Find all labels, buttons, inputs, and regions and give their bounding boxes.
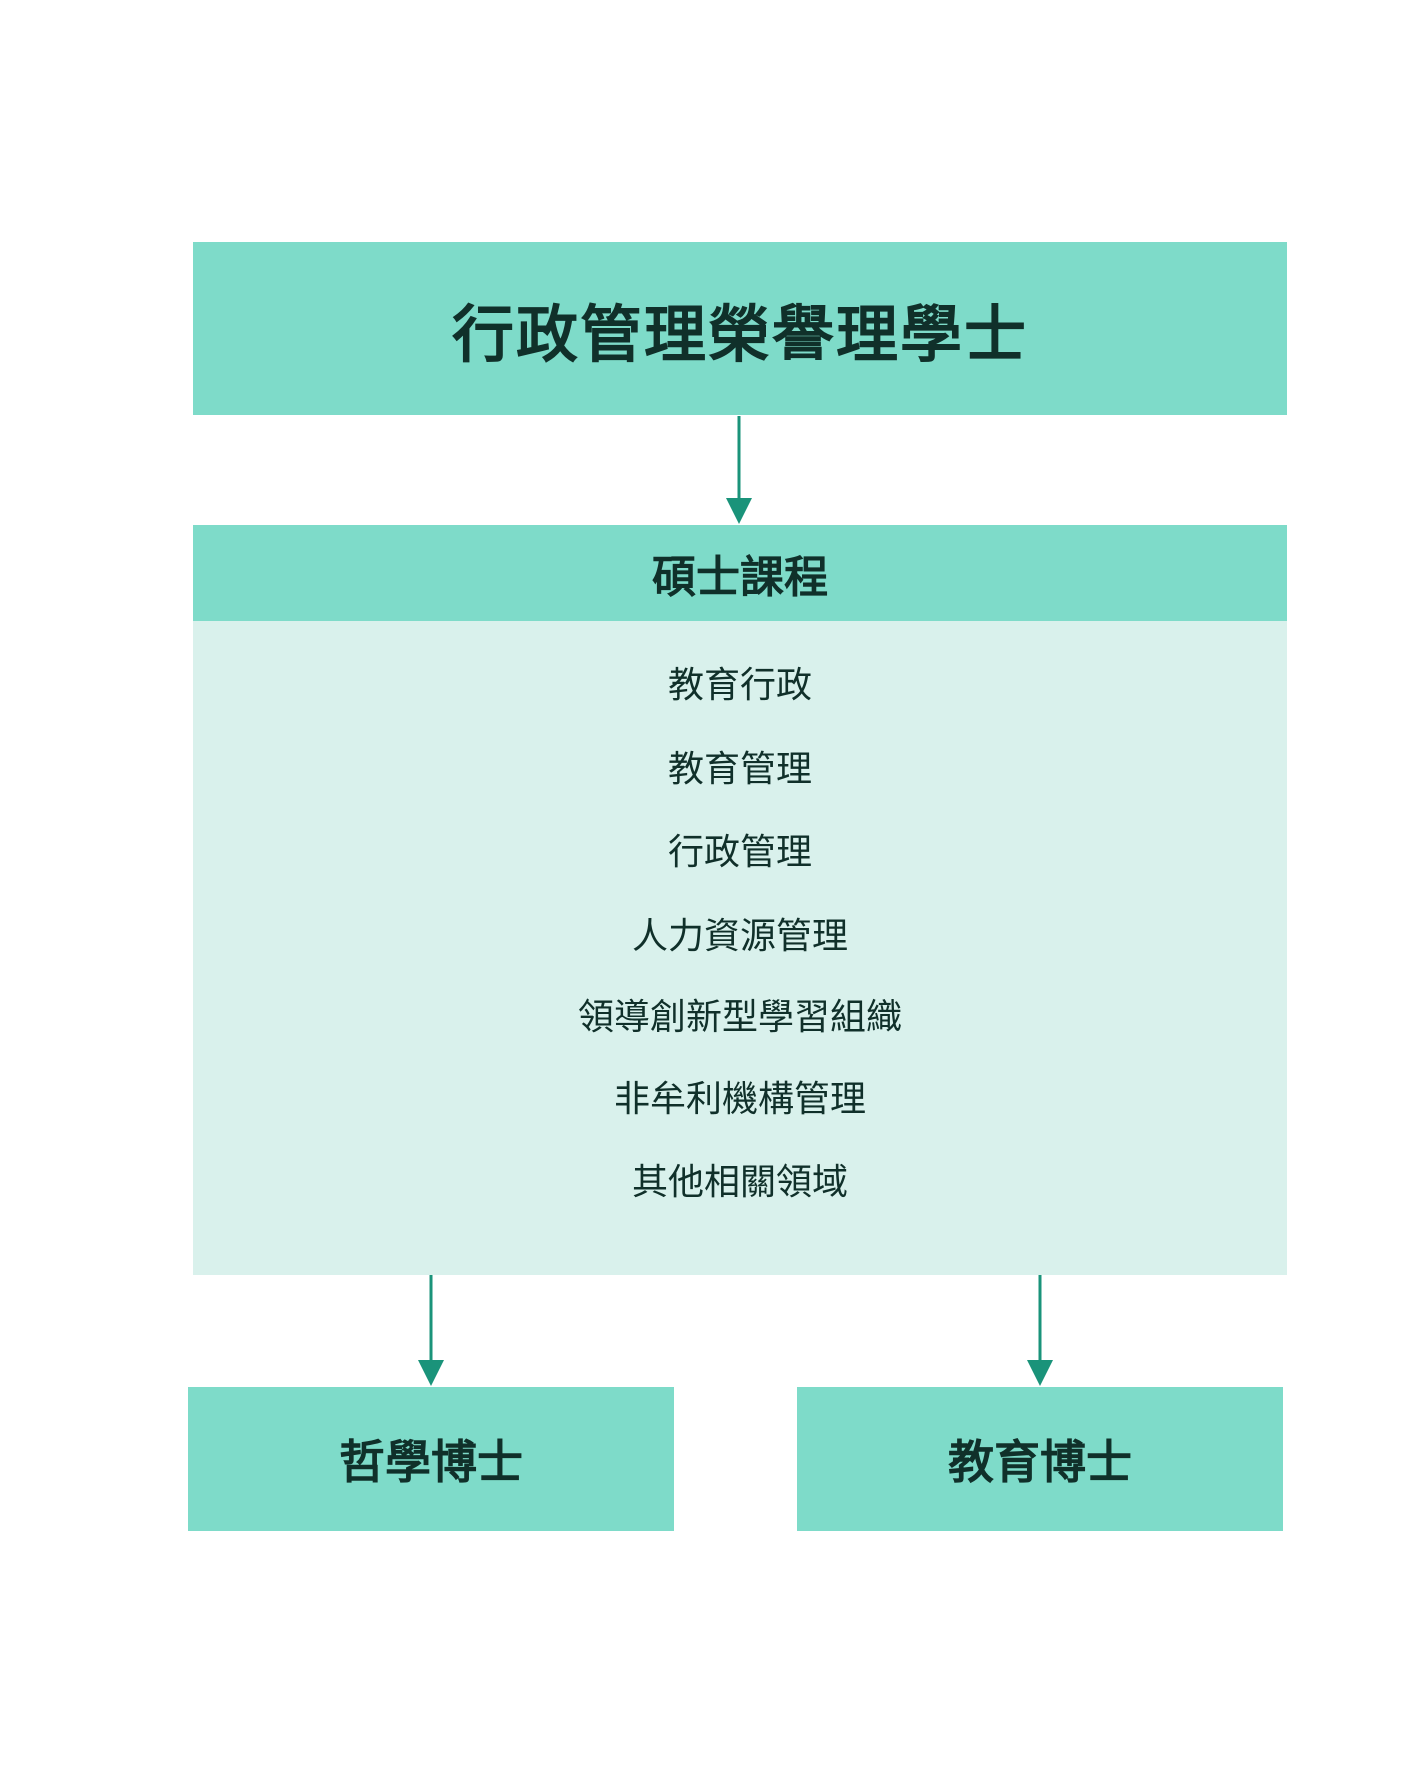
- list-item: 領導創新型學習組織: [577, 997, 902, 1038]
- list-item: 人力資源管理: [631, 916, 848, 957]
- bachelor-degree-label: 行政管理榮譽理學士: [451, 297, 1028, 371]
- master-programme-title: 碩士課程: [652, 552, 828, 603]
- arrow-master-to-edd: [1027, 1275, 1053, 1386]
- list-item: 其他相關領域: [631, 1162, 848, 1203]
- edd-box: 教育博士: [797, 1387, 1283, 1531]
- phd-box: 哲學博士: [188, 1387, 674, 1531]
- list-item: 教育管理: [667, 749, 812, 790]
- arrow-master-to-phd: [418, 1275, 444, 1386]
- list-item: 行政管理: [667, 832, 812, 873]
- arrow-bachelor-to-master: [726, 416, 752, 524]
- master-programme-header: 碩士課程: [193, 525, 1287, 621]
- list-item: 非牟利機構管理: [613, 1079, 866, 1120]
- phd-label: 哲學博士: [339, 1435, 523, 1489]
- edd-label: 教育博士: [948, 1435, 1132, 1489]
- master-programme-list: 教育行政 教育管理 行政管理 人力資源管理 領導創新型學習組織 非牟利機構管理 …: [193, 621, 1287, 1275]
- bachelor-degree-box: 行政管理榮譽理學士: [193, 242, 1287, 415]
- list-item: 教育行政: [667, 665, 812, 706]
